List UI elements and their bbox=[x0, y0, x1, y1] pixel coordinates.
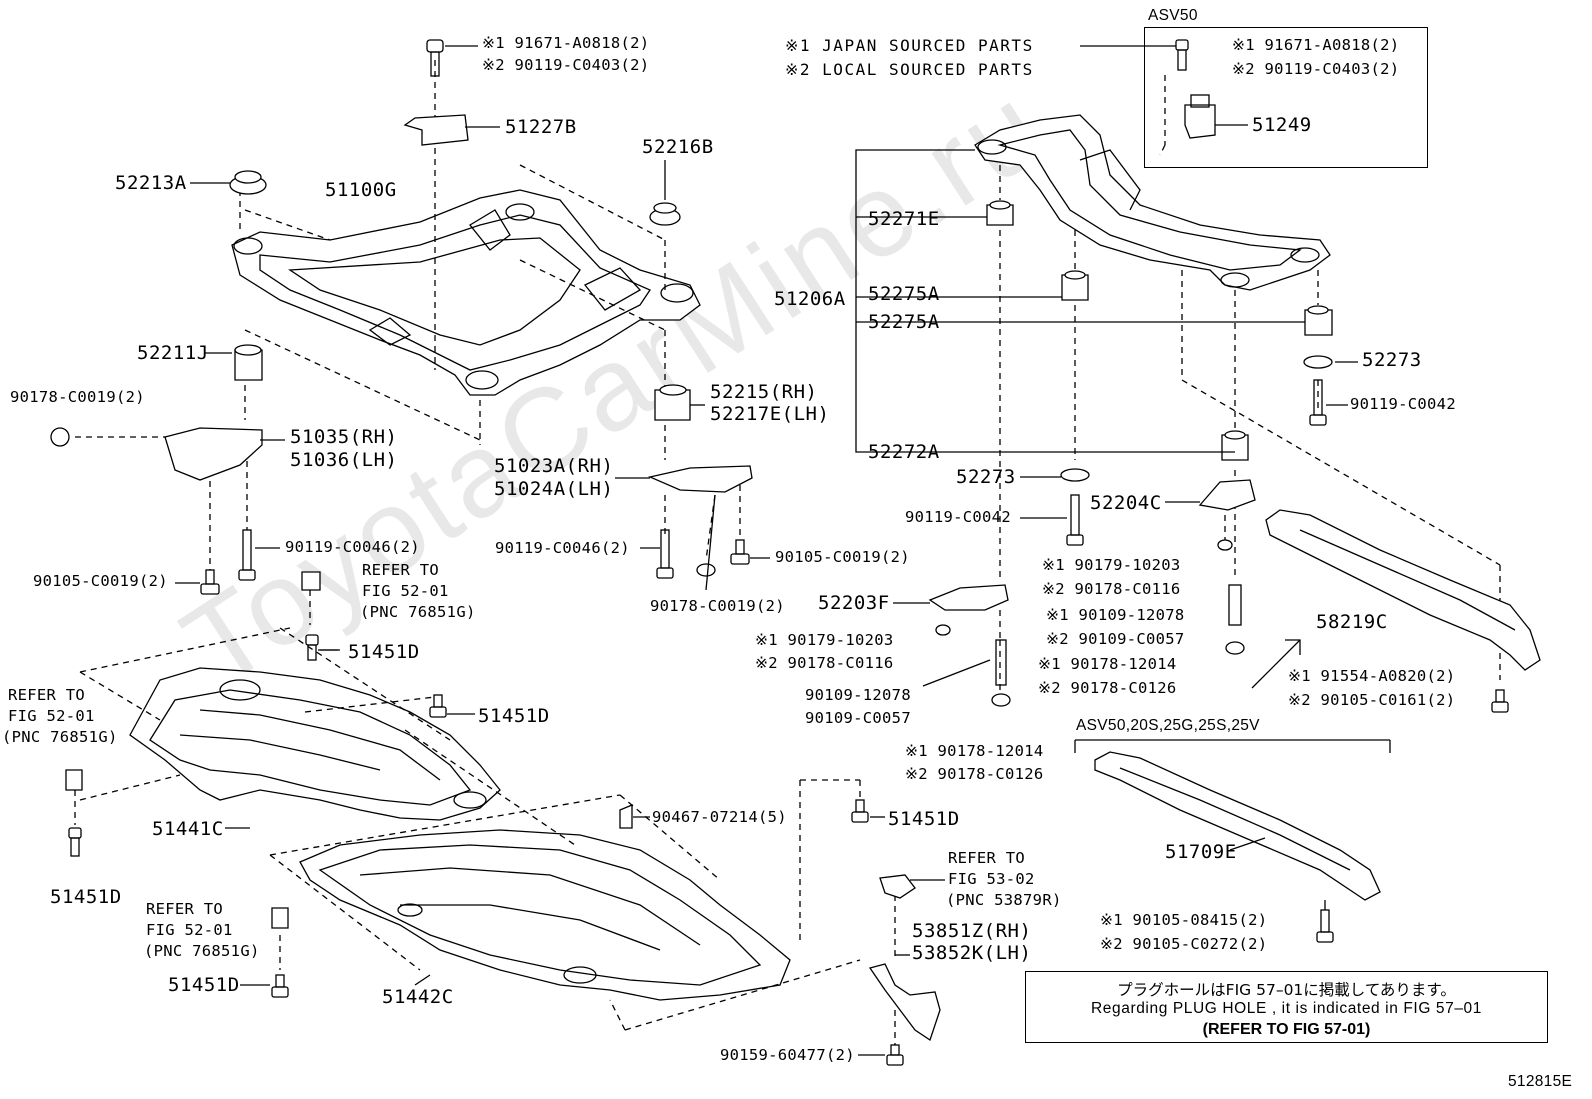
part-label: 51451D bbox=[50, 886, 122, 908]
part-label: FIG 52-01 bbox=[362, 582, 449, 600]
part-label: FIG 53-02 bbox=[948, 870, 1035, 888]
part-label: 51100G bbox=[325, 179, 397, 201]
part-label: (PNC 76851G) bbox=[2, 728, 118, 746]
rear-fasteners bbox=[928, 39, 1333, 707]
part-label: ※1 90178-12014 bbox=[905, 742, 1044, 760]
plug-hole-notice: プラグホールはFIG 57–01に掲載してあります。 Regarding PLU… bbox=[1025, 971, 1548, 1043]
part-label: ※2 90109-C0057 bbox=[1046, 630, 1185, 648]
part-label: 51036(LH) bbox=[290, 449, 398, 471]
cover-leaders bbox=[225, 649, 945, 1056]
part-label: ※1 90105-08415(2) bbox=[1100, 911, 1268, 929]
part-label: ※1 90179-10203 bbox=[755, 631, 894, 649]
part-label: 51441C bbox=[152, 818, 224, 840]
part-label: ※2 90105-C0161(2) bbox=[1288, 691, 1456, 709]
part-label: 52216B bbox=[642, 136, 714, 158]
part-label: 51024A(LH) bbox=[494, 478, 614, 500]
rear-leaders bbox=[855, 45, 1358, 687]
part-label: ※2 90178-C0116 bbox=[1042, 580, 1181, 598]
part-label: REFER TO bbox=[948, 849, 1026, 867]
cover-guide-lines bbox=[74, 627, 896, 1045]
part-label: ※2 90178-C0126 bbox=[1038, 679, 1177, 697]
rear-subframe-51206a bbox=[974, 114, 1331, 291]
asv50-box bbox=[1144, 27, 1428, 168]
part-label: 52275A bbox=[868, 283, 940, 305]
notice-refer: (REFER TO FIG 57-01) bbox=[1202, 1021, 1371, 1038]
part-label: 90178-C0019(2) bbox=[650, 597, 785, 615]
part-label: 58219C bbox=[1316, 611, 1388, 633]
part-label: 52211J bbox=[137, 342, 209, 364]
member-51709e bbox=[1074, 739, 1391, 943]
part-label: 90105-C0019(2) bbox=[775, 548, 910, 566]
asv50-label: ASV50 bbox=[1148, 7, 1198, 24]
part-label: 51451D bbox=[168, 974, 240, 996]
front-guide-lines bbox=[75, 60, 741, 625]
figure-id: 512815E bbox=[1508, 1073, 1573, 1090]
part-label: 51206A bbox=[774, 288, 846, 310]
part-label: 90109-C0057 bbox=[805, 709, 911, 727]
part-label: 52271E bbox=[868, 208, 940, 230]
part-label: 52217E(LH) bbox=[710, 403, 830, 425]
part-label: 52275A bbox=[868, 311, 940, 333]
part-label: ※1 90178-12014 bbox=[1038, 655, 1177, 673]
part-label: 90119-C0046(2) bbox=[495, 539, 630, 557]
front-subframe-51100g bbox=[231, 189, 701, 396]
part-label: REFER TO bbox=[362, 561, 440, 579]
variant-bracket-label: ASV50,20S,25G,25S,25V bbox=[1076, 717, 1260, 734]
part-label: REFER TO bbox=[8, 686, 86, 704]
part-label: REFER TO bbox=[146, 900, 224, 918]
legend-japan: ※1 JAPAN SOURCED PARTS bbox=[785, 36, 1034, 55]
part-label: 52215(RH) bbox=[710, 381, 818, 403]
front-fasteners bbox=[50, 39, 753, 661]
part-label: 53851Z(RH) bbox=[912, 920, 1032, 942]
part-label: 51442C bbox=[382, 986, 454, 1008]
part-label: ※1 91671-A0818(2) bbox=[1232, 36, 1400, 54]
part-label: 90159-60477(2) bbox=[720, 1046, 855, 1064]
part-label: 90178-C0019(2) bbox=[10, 388, 145, 406]
part-label: (PNC 76851G) bbox=[144, 942, 260, 960]
part-label: 52204C bbox=[1090, 492, 1162, 514]
part-label: 52213A bbox=[115, 172, 187, 194]
part-label: 90119-C0042 bbox=[905, 508, 1011, 526]
part-label: 90109-12078 bbox=[805, 686, 911, 704]
part-label: 51451D bbox=[478, 705, 550, 727]
part-label: 51023A(RH) bbox=[494, 455, 614, 477]
part-label: ※1 91671-A0818(2) bbox=[482, 34, 650, 52]
part-label: (PNC 76851G) bbox=[360, 603, 476, 621]
part-label: ※1 91554-A0820(2) bbox=[1288, 667, 1456, 685]
part-label: 52203F bbox=[818, 592, 890, 614]
cover-fasteners bbox=[65, 694, 941, 1066]
part-label: ※2 90178-C0126 bbox=[905, 765, 1044, 783]
part-label: ※2 90178-C0116 bbox=[755, 654, 894, 672]
part-label: 51227B bbox=[505, 116, 577, 138]
part-label: 51035(RH) bbox=[290, 426, 398, 448]
part-label: 53852K(LH) bbox=[912, 942, 1032, 964]
part-label: 51249 bbox=[1252, 114, 1312, 136]
part-label: 51451D bbox=[888, 808, 960, 830]
part-label: (PNC 53879R) bbox=[946, 891, 1062, 909]
part-label: 90105-C0019(2) bbox=[33, 572, 168, 590]
part-label: ※1 90179-10203 bbox=[1042, 556, 1181, 574]
part-label: 52272A bbox=[868, 441, 940, 463]
part-label: 51709E bbox=[1165, 841, 1237, 863]
legend-local: ※2 LOCAL SOURCED PARTS bbox=[785, 60, 1034, 79]
part-label: 90467-07214(5) bbox=[652, 808, 787, 826]
part-label: ※1 90109-12078 bbox=[1046, 606, 1185, 624]
part-label: ※2 90105-C0272(2) bbox=[1100, 935, 1268, 953]
part-label: ※2 90119-C0403(2) bbox=[482, 56, 650, 74]
notice-english: Regarding PLUG HOLE , it is indicated in… bbox=[1091, 1000, 1482, 1017]
part-label: 52273 bbox=[1362, 349, 1422, 371]
part-label: 51451D bbox=[348, 641, 420, 663]
part-label: 90119-C0046(2) bbox=[285, 538, 420, 556]
engine-under-cover-51441c bbox=[129, 667, 501, 821]
engine-under-cover-51442c bbox=[299, 829, 791, 1001]
part-label: FIG 52-01 bbox=[146, 921, 233, 939]
notice-japanese: プラグホールはFIG 57–01に掲載してあります。 bbox=[1117, 981, 1456, 999]
part-label: 90119-C0042 bbox=[1350, 395, 1456, 413]
part-label: ※2 90119-C0403(2) bbox=[1232, 60, 1400, 78]
part-label: 52273 bbox=[956, 466, 1016, 488]
member-58219c bbox=[1251, 509, 1541, 713]
part-label: FIG 52-01 bbox=[8, 707, 95, 725]
